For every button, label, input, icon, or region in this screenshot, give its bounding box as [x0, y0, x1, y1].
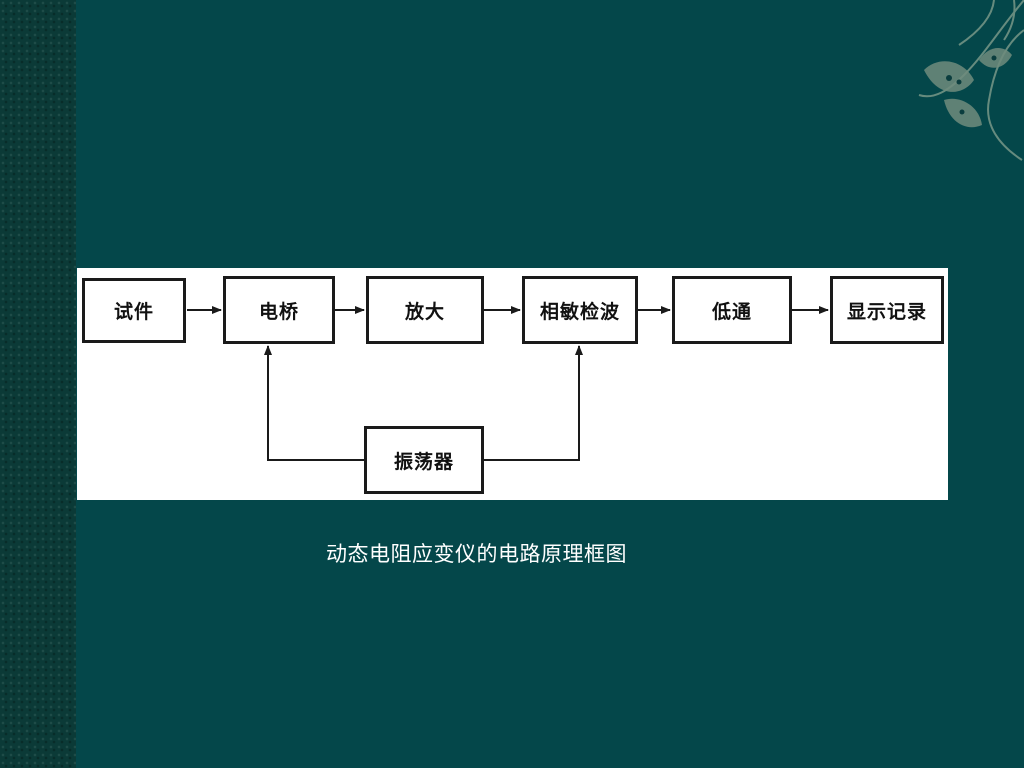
node-display-record: 显示记录 [830, 276, 944, 344]
node-amplifier: 放大 [366, 276, 484, 344]
diagram-caption: 动态电阻应变仪的电路原理框图 [326, 542, 627, 566]
connector-lines [187, 306, 829, 461]
node-lowpass: 低通 [672, 276, 792, 344]
node-bridge: 电桥 [223, 276, 335, 344]
floral-ornament-icon [918, 0, 1024, 161]
block-diagram-panel: 试件 电桥 放大 相敏检波 低通 显示记录 振荡器 [77, 268, 948, 500]
arrow-oscillator-to-detector [483, 345, 583, 461]
node-phase-detector: 相敏检波 [522, 276, 638, 344]
node-specimen: 试件 [82, 278, 186, 343]
left-decorative-strip [0, 0, 76, 768]
arrow-oscillator-to-bridge [264, 345, 364, 461]
node-oscillator: 振荡器 [364, 426, 484, 494]
